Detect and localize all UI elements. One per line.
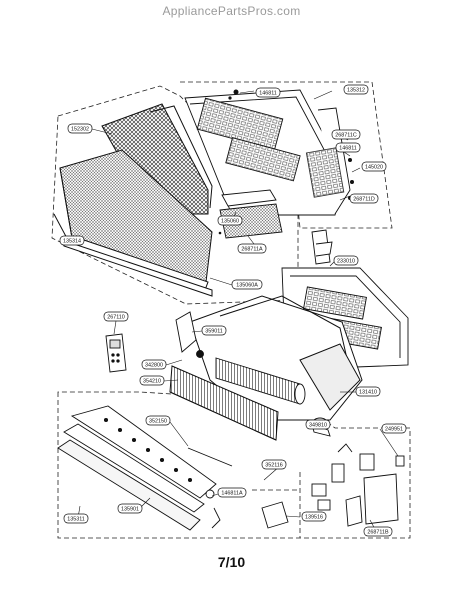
- svg-text:352150: 352150: [149, 419, 167, 425]
- svg-text:233010: 233010: [337, 259, 355, 265]
- callout-135314: 135314: [59, 235, 85, 246]
- callout-268711d: 268711D: [349, 193, 379, 204]
- watermark-header: AppliancePartsPros.com: [162, 4, 301, 18]
- svg-text:152302: 152302: [71, 127, 89, 133]
- svg-text:139516: 139516: [305, 515, 323, 521]
- svg-text:268711C: 268711C: [335, 133, 357, 139]
- callout-135060: 135060: [217, 215, 243, 226]
- callout-139516: 139516: [301, 511, 327, 522]
- svg-text:146811: 146811: [339, 146, 357, 152]
- callout-342800: 342800: [141, 359, 167, 370]
- svg-text:146811A: 146811A: [221, 491, 243, 497]
- svg-text:267110: 267110: [107, 315, 125, 321]
- callout-359011: 359011: [201, 325, 227, 336]
- svg-text:349810: 349810: [309, 423, 327, 429]
- side-plate: [175, 311, 204, 358]
- svg-text:342800: 342800: [145, 363, 163, 369]
- callout-146811a: 146811A: [217, 487, 247, 498]
- svg-text:131410: 131410: [359, 390, 377, 396]
- svg-text:249951: 249951: [385, 427, 403, 433]
- callout-268711c: 268711C: [331, 129, 361, 140]
- callout-352150: 352150: [145, 415, 171, 426]
- callout-135311: 135311: [63, 513, 89, 524]
- callout-135312: 135312: [343, 84, 369, 95]
- svg-text:135311: 135311: [67, 517, 85, 523]
- callout-352116: 352116: [261, 459, 287, 470]
- callout-135901: 135901: [117, 503, 143, 514]
- svg-text:135060A: 135060A: [236, 283, 258, 289]
- callout-267110: 267110: [103, 311, 129, 322]
- callout-145020: 145020: [361, 161, 387, 172]
- front-panel: [53, 103, 213, 297]
- svg-text:145020: 145020: [365, 165, 383, 171]
- evaporator-coil: [169, 365, 279, 441]
- svg-text:352116: 352116: [265, 463, 283, 469]
- svg-text:146811: 146811: [259, 91, 277, 97]
- callout-131410: 131410: [355, 386, 381, 397]
- callout-249951: 249951: [381, 423, 407, 434]
- svg-text:135314: 135314: [63, 239, 81, 245]
- svg-text:359011: 359011: [205, 329, 223, 335]
- callout-152302: 152302: [67, 123, 93, 134]
- bracket-small: [311, 229, 333, 265]
- louver-assembly: [57, 405, 233, 531]
- callout-135060a: 135060A: [231, 279, 263, 290]
- chassis-top: [184, 89, 351, 216]
- blower-fan: [215, 357, 306, 405]
- callout-146811-mid: 146811: [335, 142, 361, 153]
- svg-text:135060: 135060: [221, 219, 239, 225]
- callout-268711a: 268711A: [237, 243, 267, 254]
- callout-146811-top: 146811: [255, 87, 281, 98]
- callout-labels: 135312 146811 268711C 146811 145020 2687…: [59, 84, 407, 537]
- electrical-parts: [261, 443, 405, 529]
- remote-control: [105, 333, 127, 373]
- svg-text:135312: 135312: [347, 88, 365, 94]
- svg-text:354210: 354210: [143, 379, 161, 385]
- callout-268711b: 268711B: [363, 526, 393, 537]
- svg-text:268711A: 268711A: [241, 247, 263, 253]
- callout-349810: 349810: [305, 419, 331, 430]
- main-cabinet: [189, 295, 363, 421]
- bracket-135060: [219, 189, 283, 239]
- page-number: 7/10: [217, 554, 246, 570]
- svg-text:135901: 135901: [121, 507, 139, 513]
- callout-354210: 354210: [139, 375, 165, 386]
- callout-233010: 233010: [333, 255, 359, 266]
- svg-text:268711B: 268711B: [367, 530, 389, 536]
- svg-text:268711D: 268711D: [353, 197, 375, 203]
